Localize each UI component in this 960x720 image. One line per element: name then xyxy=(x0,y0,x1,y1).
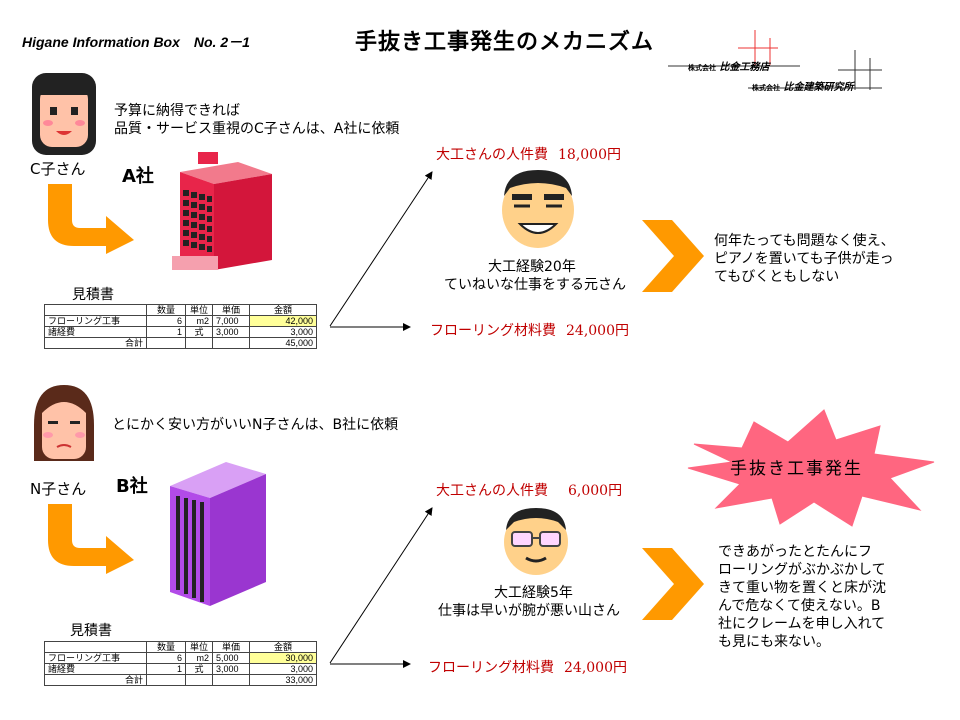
table-row: 合計 45,000 xyxy=(44,337,317,349)
company-b-name: B社 xyxy=(116,476,148,497)
table-row: 合計 33,000 xyxy=(44,674,317,686)
customer-c-avatar xyxy=(32,73,96,155)
carpenter-a-desc: ていねいな仕事をする元さん xyxy=(444,277,626,293)
chevron-b-icon xyxy=(642,548,704,620)
estimate-a-table: 数量 単位 単価 金額 フローリング工事 6 m2 7,000 42,000 諸… xyxy=(44,304,317,349)
carpenter-b-exp: 大工経験5年 xyxy=(494,585,573,601)
customer-n-text: とにかく安い方がいいN子さんは、B社に依頼 xyxy=(112,417,399,433)
estimate-b-label: 見積書 xyxy=(70,623,112,639)
result-a-text: 何年たっても問題なく使え、 ピアノを置いても子供が走っ てもびくともしない xyxy=(714,233,895,285)
carpenter-a-exp: 大工経験20年 xyxy=(488,259,576,275)
customer-n-name: N子さん xyxy=(30,480,87,498)
estimate-a-label: 見積書 xyxy=(72,287,114,303)
arrow-a-labor xyxy=(329,171,433,327)
customer-n-avatar xyxy=(34,385,94,461)
shoddy-work-burst xyxy=(687,409,935,527)
table-row: フローリング工事 6 m2 5,000 30,000 xyxy=(44,652,317,664)
carpenter-b-avatar xyxy=(504,508,568,575)
table-row: 諸経費 1 式 3,000 3,000 xyxy=(44,663,317,675)
turn-arrow-a xyxy=(48,184,134,254)
company-logo xyxy=(668,30,882,90)
result-b-text: できあがったとたんにフ ローリングがぶかぶかして きて重い物を置くと床が沈 んで… xyxy=(718,544,886,650)
company2-name: 株式会社 比金建築研究所 xyxy=(752,82,854,93)
table-row: フローリング工事 6 m2 7,000 42,000 xyxy=(44,315,317,327)
building-a-icon xyxy=(172,152,272,270)
table-row: 諸経費 1 式 3,000 3,000 xyxy=(44,326,317,338)
customer-c-text-1: 予算に納得できれば xyxy=(114,103,240,119)
company1-name: 株式会社 比金工務店 xyxy=(688,62,770,73)
info-box-label: Higane Information Box No. 2－1 xyxy=(22,34,250,50)
company-a-name: A社 xyxy=(122,166,154,187)
burst-text: 手抜き工事発生 xyxy=(730,459,863,479)
page-title: 手抜き工事発生のメカニズム xyxy=(355,30,655,55)
arrow-b-labor xyxy=(329,507,433,664)
carpenter-a-avatar xyxy=(502,170,574,248)
customer-c-name: C子さん xyxy=(30,160,86,178)
building-b-icon xyxy=(170,462,266,606)
estimate-b-table: 数量 単位 単価 金額 フローリング工事 6 m2 5,000 30,000 諸… xyxy=(44,641,317,686)
customer-c-text-2: 品質・サービス重視のC子さんは、A社に依頼 xyxy=(114,121,400,137)
carpenter-b-desc: 仕事は早いが腕が悪い山さん xyxy=(438,603,620,619)
turn-arrow-b xyxy=(48,504,134,574)
chevron-a-icon xyxy=(642,220,704,292)
